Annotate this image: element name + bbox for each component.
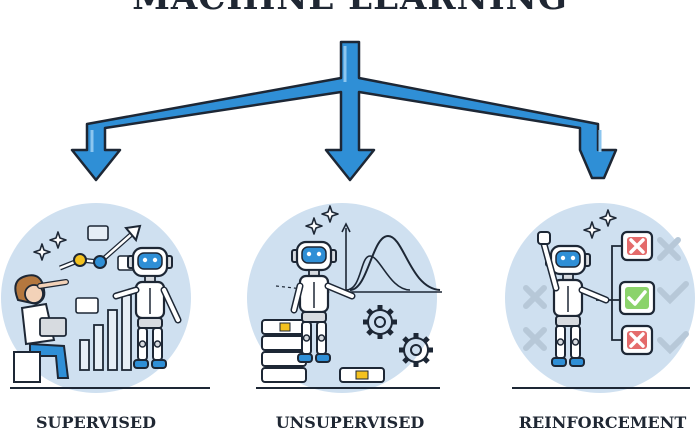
label-unsupervised: UNSUPERVISED — [275, 413, 425, 432]
supervised-illustration — [1, 203, 210, 393]
server-stack-icon — [261, 319, 385, 383]
check-icon — [618, 280, 656, 316]
cross-icon — [620, 230, 654, 262]
label-supervised: SUPERVISED — [36, 413, 156, 432]
cross-icon — [620, 324, 654, 356]
unsupervised-illustration — [247, 203, 442, 393]
branch-arrows — [70, 40, 618, 182]
label-reinforcement: REINFORCEMENT — [518, 413, 687, 432]
person-figure — [13, 274, 70, 383]
diagram-title: MACHINE LEARNING — [0, 0, 700, 18]
reinforcement-illustration — [505, 203, 695, 393]
